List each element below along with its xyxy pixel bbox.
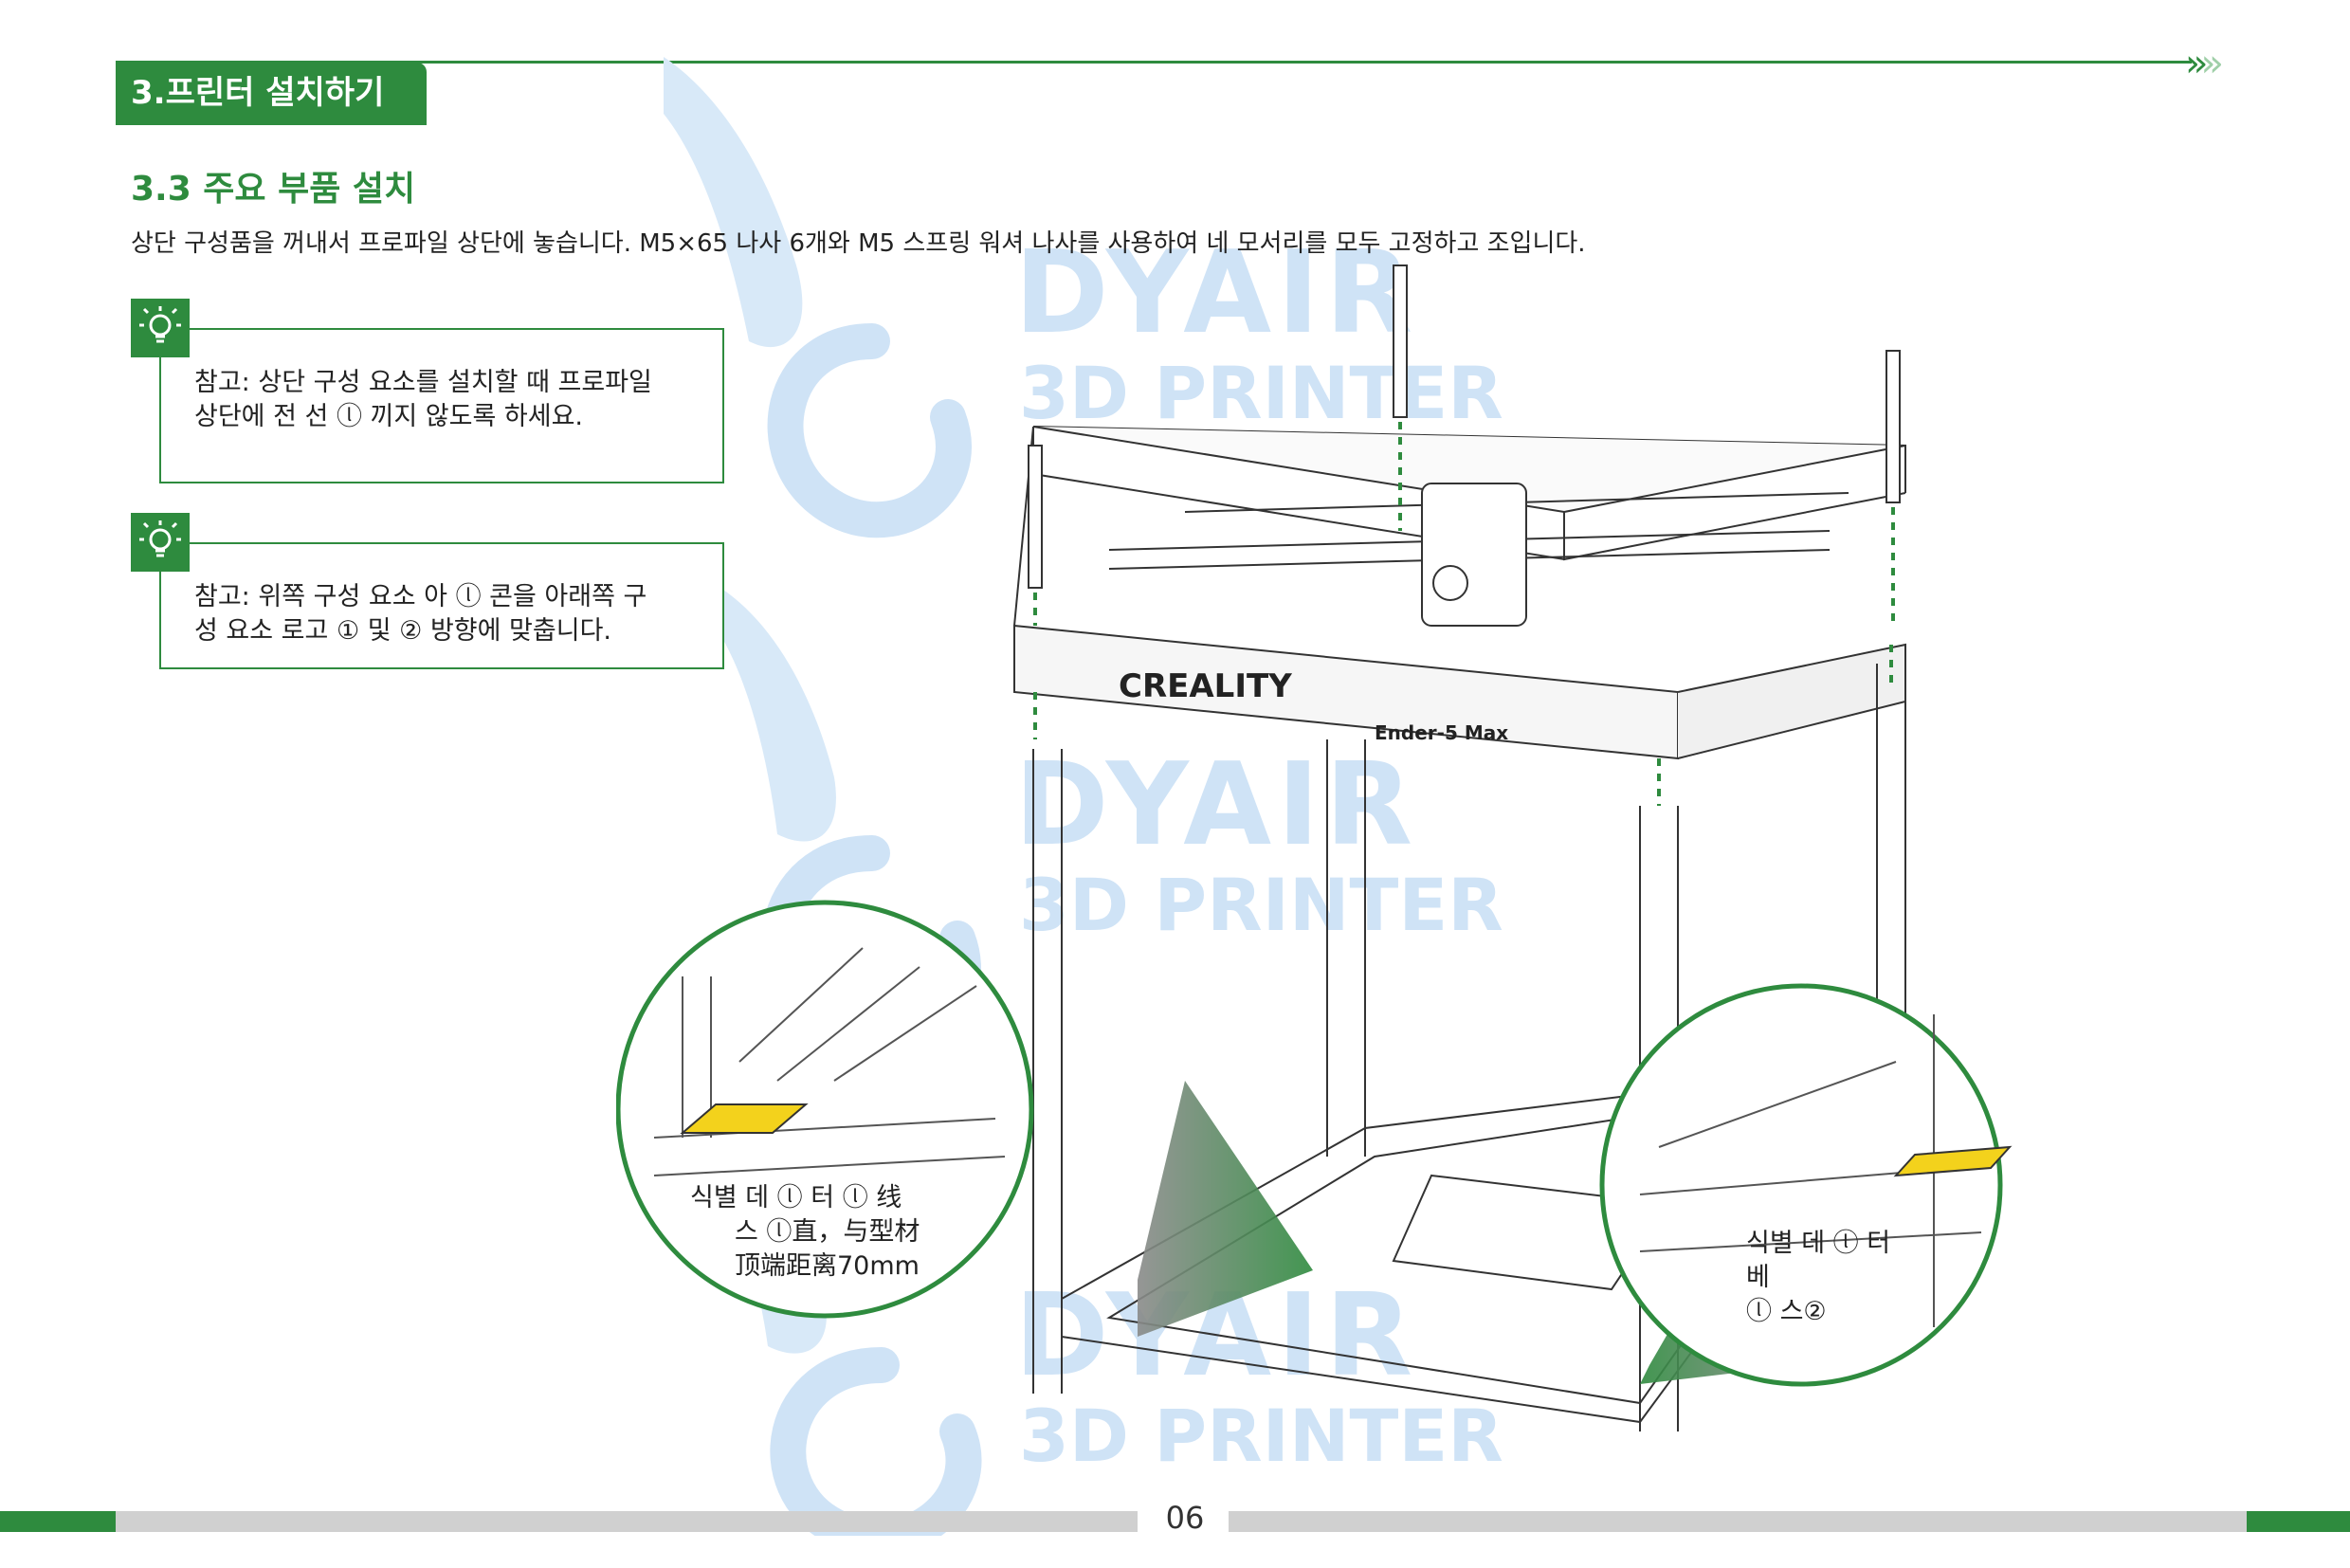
section-title: 3.프린터 설치하기 xyxy=(131,74,385,112)
note-line: 상단에 전 선 ⓛ 끼지 않도록 하세요. xyxy=(194,402,583,431)
page-number: 06 xyxy=(1165,1500,1205,1536)
callout-left-line: 顶端距离70mm xyxy=(735,1251,920,1281)
subsection-title: 3.3 주요 부품 설치 xyxy=(131,170,416,209)
note-frame xyxy=(159,328,724,483)
footer-accent-right xyxy=(2247,1511,2350,1532)
callout-left-line: 식별 데 ⓛ 터 ⓛ 线 xyxy=(690,1183,902,1212)
note-line: 참고: 상단 구성 요소를 설치할 때 프로파일 xyxy=(194,368,652,397)
header-rule xyxy=(116,61,2192,64)
double-chevron-icon: »» xyxy=(2185,42,2224,85)
note-line: 참고: 위쪽 구성 요소 아 ⓛ 콘을 아래쪽 구 xyxy=(194,582,647,611)
watermark-brand: DYAIR xyxy=(1014,739,1419,871)
footer-bar-right xyxy=(1229,1511,2247,1532)
watermark-brand: DYAIR xyxy=(1014,228,1419,359)
watermark-subtitle: 3D PRINTER xyxy=(1019,863,1503,947)
note-frame xyxy=(159,542,724,669)
callout-right-line: 베 xyxy=(1746,1263,1770,1292)
intro-paragraph: 상단 구성품을 꺼내서 프로파일 상단에 놓습니다. M5×65 나사 6개와 … xyxy=(131,229,1586,258)
section-tab xyxy=(116,63,427,125)
watermark-subtitle: 3D PRINTER xyxy=(1019,1394,1503,1478)
note-line: 성 요소 로고 ① 및 ② 방향에 맞춥니다. xyxy=(194,616,611,646)
lightbulb-icon xyxy=(131,299,190,357)
callout-right-line: 식별 데 ⓛ 터 xyxy=(1746,1229,1891,1258)
printer-illustration: CREALITY Ender-5 Max xyxy=(616,264,2013,1431)
callout-left-line: 스 ⓛ直，与型材 xyxy=(735,1217,920,1247)
watermark-subtitle: 3D PRINTER xyxy=(1019,351,1503,435)
printer-model: Ender-5 Max xyxy=(1375,721,1508,744)
lightbulb-icon xyxy=(131,513,190,572)
footer-accent-left xyxy=(0,1511,116,1532)
footer-bar-left xyxy=(116,1511,1138,1532)
printer-brand: CREALITY xyxy=(1119,667,1292,705)
callout-right-line: ⓛ 스② xyxy=(1746,1297,1827,1326)
